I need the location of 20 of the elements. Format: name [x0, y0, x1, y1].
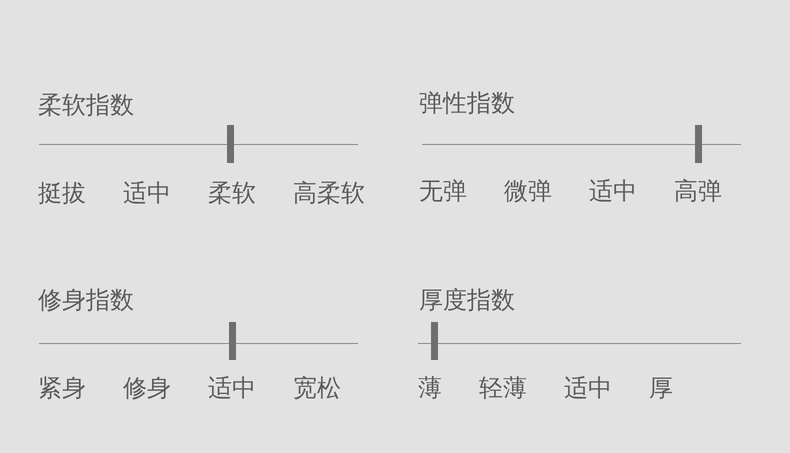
scale-label: 适中: [589, 178, 637, 204]
scale-label: 修身: [123, 375, 171, 401]
scale-label: 薄: [418, 375, 442, 401]
scale-title: 柔软指数: [38, 92, 134, 118]
scale-label: 微弹: [504, 178, 552, 204]
scale-title: 厚度指数: [419, 287, 515, 313]
scale-label: 宽松: [293, 375, 341, 401]
scale-label: 适中: [564, 375, 612, 401]
scale-label: 厚: [649, 375, 673, 401]
scale-label: 无弹: [419, 178, 467, 204]
scale-label: 紧身: [38, 375, 86, 401]
scale-title: 弹性指数: [419, 90, 515, 116]
scale-label: 高弹: [674, 178, 722, 204]
scale-label: 柔软: [208, 180, 256, 206]
scale-label: 高柔软: [293, 180, 365, 206]
scale-label: 挺拔: [38, 180, 86, 206]
scale-label: 适中: [123, 180, 171, 206]
scale-label: 适中: [208, 375, 256, 401]
scale-title: 修身指数: [38, 287, 134, 313]
scale-label: 轻薄: [479, 375, 527, 401]
